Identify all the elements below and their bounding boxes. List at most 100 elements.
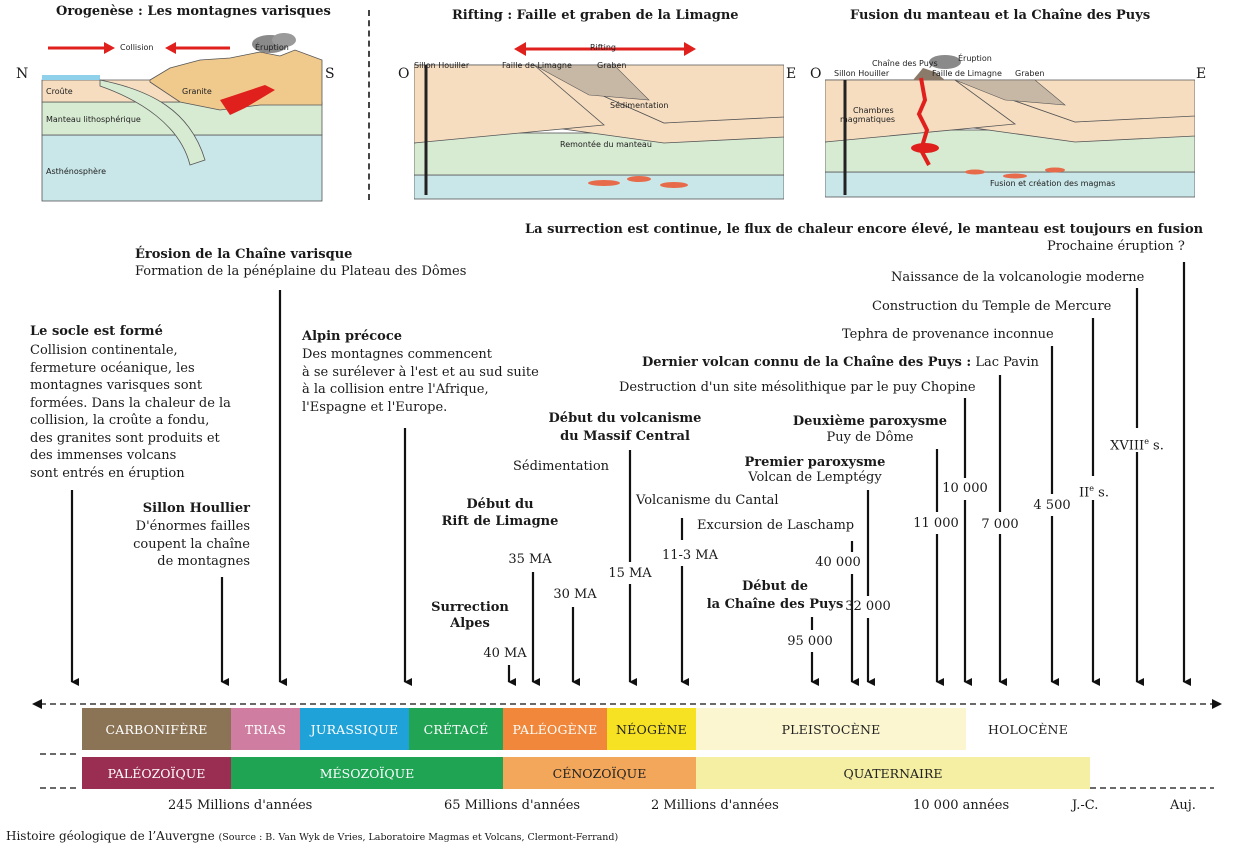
croute-label: Croûte xyxy=(46,87,73,96)
rifting-arrows xyxy=(514,42,696,56)
p3-west: O xyxy=(810,66,822,82)
scale-auj: Auj. xyxy=(1170,798,1196,813)
period-cretace: CRÉTACÉ xyxy=(409,708,503,750)
asthenosphere-label: Asthénosphère xyxy=(46,167,107,176)
premier-title-2: Volcan de Lemptégy xyxy=(748,470,882,485)
panel1-title: Orogenèse : Les montagnes varisques xyxy=(56,4,331,19)
p3-chambres-1: Chambres xyxy=(853,106,894,115)
volc-mc-age: 15 MA xyxy=(608,566,652,581)
panel3-title: Fusion du manteau et la Chaîne des Puys xyxy=(850,8,1151,23)
period-trias: TRIAS xyxy=(231,708,300,750)
deuxieme-age: 11 000 xyxy=(913,516,959,531)
surrection-title-1: Surrection xyxy=(431,600,509,615)
surrection-age: 40 MA xyxy=(483,646,527,661)
tephra-age: 4 500 xyxy=(1033,498,1071,513)
p2-sillon: Sillon Houiller xyxy=(414,61,470,70)
alpin-line: l'Espagne et l'Europe. xyxy=(302,399,448,415)
p3-graben: Graben xyxy=(1015,69,1045,78)
rift-age: 35 MA xyxy=(508,552,552,567)
socle-description: Collision continentale, fermeture océani… xyxy=(30,342,250,482)
scale-65ma: 65 Millions d'années xyxy=(444,798,581,813)
p3-fusion: Fusion et création des magmas xyxy=(990,179,1116,188)
socle-line: Collision continentale, xyxy=(30,343,178,358)
alpin-line: Des montagnes commencent xyxy=(302,347,493,362)
socle-line: montagnes varisques sont xyxy=(30,378,203,393)
mercure-title: Construction du Temple de Mercure xyxy=(872,299,1112,314)
granite-label: Granite xyxy=(182,87,212,96)
p2-graben: Graben xyxy=(597,61,627,70)
rift-title-1: Début du xyxy=(466,497,534,512)
orogenese-diagram xyxy=(41,33,323,202)
panel-divider xyxy=(368,10,370,200)
naissance-age: XVIIIe s. xyxy=(1100,433,1174,454)
tephra-title: Tephra de provenance inconnue xyxy=(842,327,1054,342)
era-paleozoique: PALÉOZOÏQUE xyxy=(82,757,231,789)
scale-10000: 10 000 années xyxy=(913,798,1010,813)
premier-title-1: Premier paroxysme xyxy=(744,455,886,470)
pavin-age: 7 000 xyxy=(981,517,1019,532)
period-holocene: HOLOCÈNE xyxy=(966,708,1090,750)
scale-jc: J.-C. xyxy=(1072,798,1099,813)
chaine-title-2: la Chaîne des Puys xyxy=(706,597,844,612)
p3-faille: Faille de Limagne xyxy=(932,69,1002,78)
prochaine-eruption: Prochaine éruption ? xyxy=(1047,239,1185,254)
alpin-description: Des montagnes commencent à se surélever … xyxy=(302,346,562,416)
mercure-age-suffix: s. xyxy=(1094,485,1109,501)
figure-caption: Histoire géologique de l’Auvergne (Sourc… xyxy=(6,829,618,843)
manteau-label: Manteau lithosphérique xyxy=(46,115,141,124)
period-pleistocene: PLEISTOCÈNE xyxy=(696,708,966,750)
deuxieme-title-1: Deuxième paroxysme xyxy=(792,414,948,429)
p2-east: E xyxy=(786,66,797,82)
north-label: N xyxy=(16,66,29,82)
naissance-age-sup: e xyxy=(1144,437,1149,446)
caption-source: (Source : B. Van Wyk de Vries, Laboratoi… xyxy=(218,832,619,843)
sillon-line: coupent la chaîne xyxy=(133,536,250,552)
p3-sillon: Sillon Houiller xyxy=(834,69,890,78)
alpin-line: à la collision entre l'Afrique, xyxy=(302,382,489,397)
sedimentation-age: 30 MA xyxy=(553,587,597,602)
laschamp-title: Excursion de Laschamp xyxy=(697,518,855,533)
p2-west: O xyxy=(398,66,410,82)
era-cenozoique: CÉNOZOÏQUE xyxy=(503,757,696,789)
p2-sedimentation: Sédimentation xyxy=(610,101,669,110)
surrection-continue: La surrection est continue, le flux de c… xyxy=(525,222,1204,237)
sillon-description: D'énormes failles coupent la chaîne de m… xyxy=(100,518,250,571)
premier-age: 32 000 xyxy=(845,599,891,614)
pavin-name: Lac Pavin xyxy=(971,355,1039,370)
p2-faille: Faille de Limagne xyxy=(502,61,572,70)
sillon-line: D'énormes failles xyxy=(135,519,250,534)
rifting-diagram xyxy=(414,64,784,200)
period-jurassique: JURASSIQUE xyxy=(300,708,409,750)
socle-line: formées. Dans la chaleur de la xyxy=(30,395,231,411)
period-neogene: NÉOGÈNE xyxy=(607,708,696,750)
deuxieme-title-2: Puy de Dôme xyxy=(826,430,914,445)
mercure-age-sup: e xyxy=(1089,484,1095,493)
surrection-title-2: Alpes xyxy=(450,616,490,631)
chopine-age: 10 000 xyxy=(942,481,988,496)
chopine-title: Destruction d'un site mésolithique par l… xyxy=(619,380,976,395)
scale-2ma: 2 Millions d'années xyxy=(651,798,779,813)
pavin-title-bold: Dernier volcan connu de la Chaîne des Pu… xyxy=(642,355,972,370)
cantal-age: 11-3 MA xyxy=(661,548,719,563)
eruption-label-1: Éruption xyxy=(255,43,289,52)
era-quaternaire: QUATERNAIRE xyxy=(696,757,1090,789)
mercure-age-num: II xyxy=(1079,485,1090,501)
chaine-age: 95 000 xyxy=(787,634,833,649)
volc-mc-title-1: Début du volcanisme xyxy=(548,411,702,426)
socle-line: sont entrés en éruption xyxy=(30,465,185,481)
alpin-line: à se surélever à l'est et au sud suite xyxy=(302,364,539,380)
sedimentation-title: Sédimentation xyxy=(513,459,610,474)
sillon-title: Sillon Houllier xyxy=(142,501,250,516)
rifting-label: Rifting xyxy=(590,43,616,52)
naissance-age-num: XVIII xyxy=(1110,438,1145,454)
panel2-title: Rifting : Faille et graben de la Limagne xyxy=(452,8,739,23)
caption-title: Histoire géologique de l’Auvergne xyxy=(6,829,215,843)
erosion-text: Formation de la pénéplaine du Plateau de… xyxy=(135,264,467,279)
p3-chambres-2: magmatiques xyxy=(840,115,896,124)
period-carbonifere: CARBONIFÈRE xyxy=(82,708,231,750)
socle-line: fermeture océanique, les xyxy=(30,360,195,376)
p3-east: E xyxy=(1196,66,1207,82)
scale-245ma: 245 Millions d'années xyxy=(168,798,313,813)
alpin-title: Alpin précoce xyxy=(302,329,403,344)
collision-label: Collision xyxy=(120,43,154,52)
